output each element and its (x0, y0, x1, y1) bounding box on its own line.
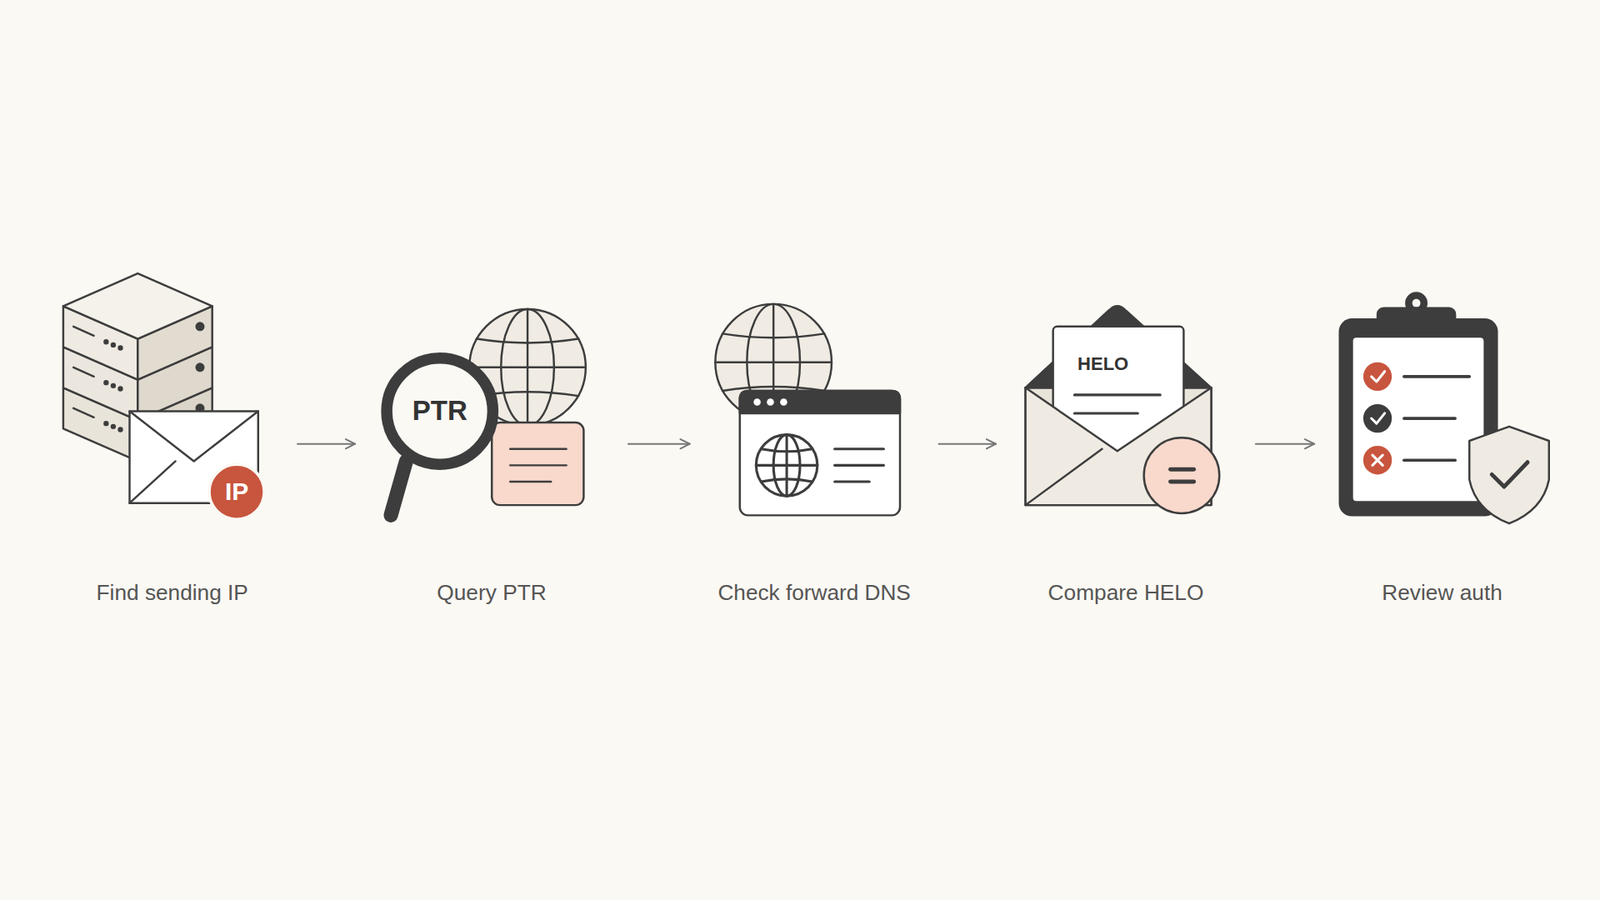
checklist-clipboard (1412, 299, 1421, 308)
browser-window (780, 398, 788, 406)
magnifier (386, 358, 493, 465)
badge-label: PTR (412, 395, 468, 427)
flow-arrow (1255, 443, 1315, 445)
record-card (510, 464, 566, 466)
equals-badge (1170, 480, 1194, 485)
browser-window (835, 464, 885, 467)
step-label: Find sending IP (50, 578, 294, 607)
checklist-clipboard (1371, 371, 1385, 382)
process-step: Query PTR PTR (359, 265, 625, 623)
ip-badge (209, 464, 265, 520)
checklist-clipboard (1372, 455, 1383, 465)
server-stack (119, 387, 123, 391)
server-stack (73, 367, 94, 377)
ip-badge: IP (209, 464, 265, 520)
browser-window (766, 398, 775, 406)
checklist-clipboard (1404, 458, 1455, 462)
process-step: Check forward DNS (694, 265, 935, 623)
server-stack (196, 323, 205, 331)
envelope-with-letter (1025, 449, 1103, 505)
checklist-clipboard (1404, 416, 1455, 420)
envelope-with-letter (1074, 411, 1138, 415)
step-label: Query PTR (359, 578, 625, 607)
browser-window (835, 447, 885, 450)
checklist-clipboard (1371, 413, 1385, 424)
magnifier (386, 358, 493, 516)
server-stack (104, 421, 108, 425)
checklist-clipboard (1372, 455, 1383, 465)
checklist-clipboard (1377, 308, 1455, 335)
process-step: Review auth (1318, 265, 1566, 623)
flow-arrow (939, 443, 997, 445)
browser-window (835, 480, 870, 483)
server-stack (63, 273, 213, 339)
globe (715, 360, 832, 363)
server-stack (73, 326, 94, 336)
equals-badge (1144, 437, 1220, 514)
badge-label: HELO (1077, 353, 1129, 375)
envelope-with-letter (1074, 393, 1160, 396)
step-label: Compare HELO (1000, 578, 1252, 607)
security-shield (1491, 462, 1528, 487)
email-envelope (130, 410, 259, 461)
record-card (510, 448, 566, 450)
checklist-clipboard (1351, 336, 1485, 502)
letter-heading: HELO (1066, 348, 1140, 381)
server-stack (111, 384, 115, 388)
record-card (510, 480, 551, 483)
checklist-clipboard (1404, 375, 1470, 379)
record-card (491, 422, 584, 505)
process-step: Find sending IP IP (50, 265, 294, 623)
server-stack (119, 428, 123, 432)
security-shield (1469, 426, 1550, 524)
browser-window (755, 464, 817, 467)
illustration (63, 273, 1550, 524)
security-shield (1469, 426, 1550, 524)
checklist-clipboard (1364, 363, 1391, 390)
checklist-clipboard (1364, 446, 1391, 474)
browser-window (760, 479, 812, 482)
step-label: Check forward DNS (694, 578, 935, 607)
globe (722, 333, 825, 338)
server-stack (104, 380, 108, 385)
flow-arrow (297, 443, 355, 445)
equals-badge (1170, 467, 1194, 472)
browser-window (740, 390, 900, 414)
email-envelope (130, 460, 176, 503)
ip-badge (209, 464, 265, 520)
badge-label: IP (225, 477, 249, 506)
checklist-clipboard (1364, 405, 1391, 432)
step-label: Review auth (1318, 578, 1566, 607)
server-stack (104, 340, 108, 344)
browser-window (755, 435, 817, 496)
server-stack (63, 273, 213, 380)
server-stack (119, 346, 123, 350)
globe (469, 366, 586, 369)
equals-badge (1144, 437, 1220, 514)
server-stack (111, 343, 115, 347)
process-step: Compare HELO HELO (1000, 265, 1252, 623)
record-card (491, 422, 584, 505)
browser-window (740, 390, 900, 515)
magnifier-lens: PTR (399, 370, 481, 452)
browser-window (760, 449, 812, 452)
browser-window (755, 435, 817, 496)
server-stack (73, 408, 94, 418)
browser-window (753, 398, 761, 406)
globe (476, 339, 579, 344)
magnifier (390, 460, 406, 515)
browser-window (740, 390, 900, 515)
server-stack (111, 425, 115, 429)
server-stack (196, 364, 205, 372)
flow-arrow (628, 443, 690, 445)
